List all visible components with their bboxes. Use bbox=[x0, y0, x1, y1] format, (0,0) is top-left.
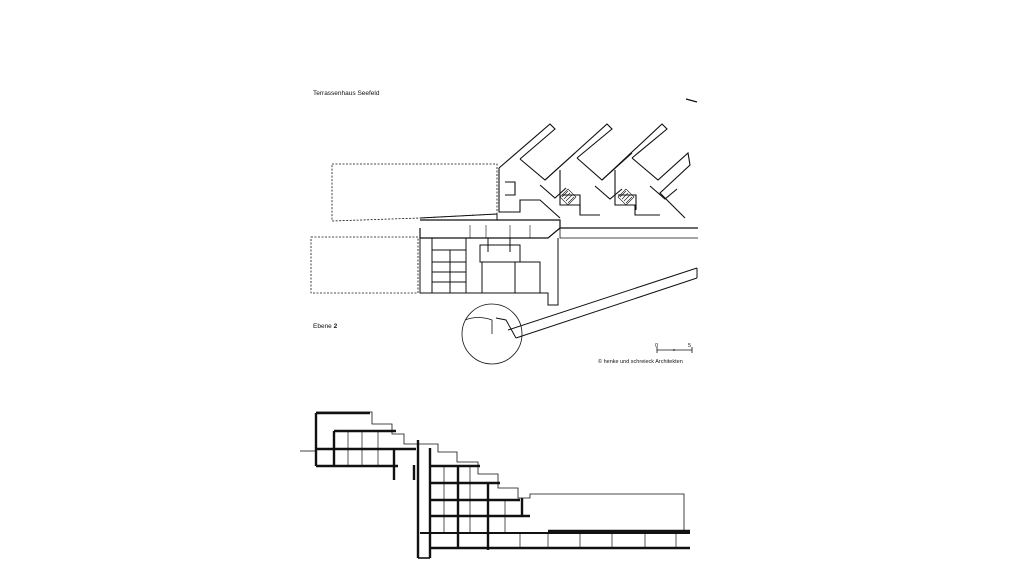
section-details bbox=[347, 431, 677, 559]
scale-end-label: 5 bbox=[688, 343, 692, 349]
drawing-title: Terrassenhaus Seefeld bbox=[313, 90, 380, 97]
lower-block-rooms bbox=[419, 238, 559, 306]
corridor-slab bbox=[420, 219, 698, 229]
level-number: 2 bbox=[333, 323, 338, 330]
terrace-steps-outline bbox=[316, 411, 685, 530]
stairs bbox=[559, 188, 635, 206]
copyright-credit: © henke und schreieck Architekten bbox=[598, 359, 683, 365]
north-arrow-icon bbox=[685, 98, 698, 103]
level-word: Ebene bbox=[313, 323, 332, 330]
level-label: Ebene 2 bbox=[313, 323, 337, 331]
scale-bar bbox=[656, 347, 693, 353]
unit-3 bbox=[601, 123, 691, 219]
floor-slabs bbox=[316, 411, 690, 550]
section-walls bbox=[314, 413, 524, 558]
ramp bbox=[507, 267, 698, 339]
terrace-outline-lower bbox=[310, 236, 419, 294]
upper-connector bbox=[419, 213, 498, 220]
scale-start-label: 0 bbox=[655, 343, 659, 349]
circular-terrace bbox=[461, 303, 523, 365]
